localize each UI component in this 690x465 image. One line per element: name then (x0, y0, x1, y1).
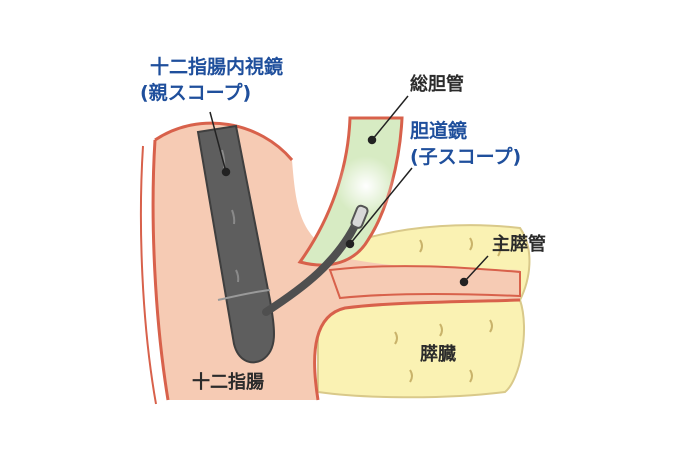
scope-seam (217, 289, 271, 301)
label-duodenoscope: 十二指腸内視鏡 (150, 56, 284, 78)
duodenum-outer-line-2 (139, 145, 157, 405)
duodenum-lower-line (313, 298, 521, 401)
label-pancreatic-duct: 主膵管 (492, 234, 546, 255)
duodenum-outer-line (151, 139, 170, 401)
label-cholangioscope: 胆道鏡 (410, 120, 468, 142)
label-cholangioscope-sub: (子スコープ) (410, 146, 522, 168)
label-duodenum: 十二指腸 (192, 372, 264, 393)
scope-light-glow-icon (336, 156, 396, 216)
pancreas-texture (394, 237, 501, 383)
label-duodenoscope-sub: (親スコープ) (140, 82, 252, 104)
duodenum-inner-line (154, 121, 294, 161)
thin-scope-tip (350, 204, 369, 229)
leader-lines (209, 95, 489, 287)
label-pancreas: 膵臓 (420, 344, 456, 365)
thin-scope-icon (262, 211, 364, 316)
label-bile-duct: 総胆管 (410, 74, 464, 95)
pancreatic-duct-shape (328, 265, 521, 300)
